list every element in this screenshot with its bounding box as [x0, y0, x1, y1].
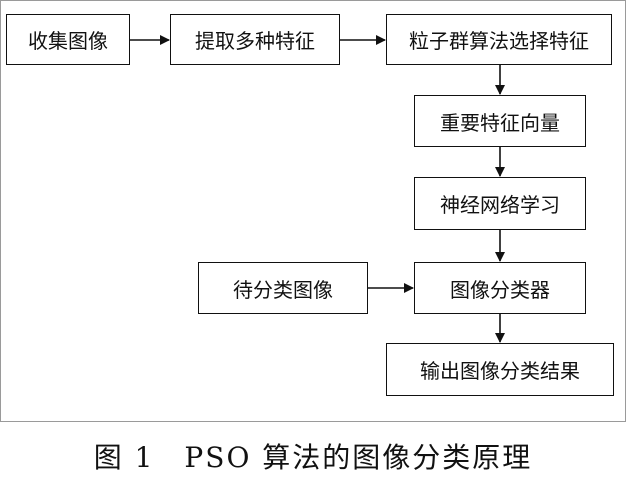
- node-collect-images: 收集图像: [6, 14, 130, 65]
- node-neural-network-learning: 神经网络学习: [414, 177, 586, 230]
- figure-caption: 图 1 PSO 算法的图像分类原理: [93, 441, 533, 474]
- node-pso-select-features: 粒子群算法选择特征: [386, 14, 612, 65]
- node-extract-features: 提取多种特征: [170, 14, 340, 65]
- node-output-classification-result: 输出图像分类结果: [386, 343, 614, 396]
- node-images-to-classify: 待分类图像: [198, 262, 368, 314]
- node-important-feature-vector: 重要特征向量: [414, 95, 586, 147]
- node-image-classifier: 图像分类器: [414, 262, 586, 314]
